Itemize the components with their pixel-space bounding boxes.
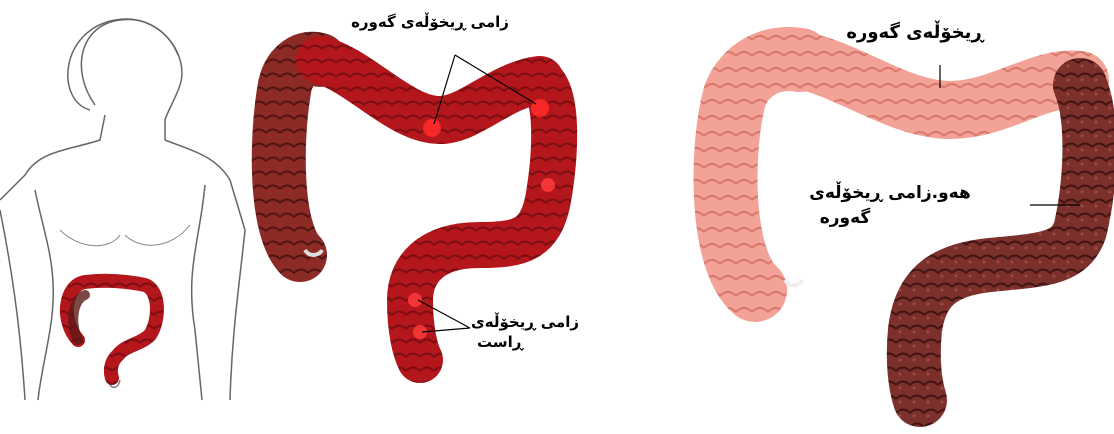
comparison-colon-panel xyxy=(725,59,1089,400)
label-colon-ulcers: زامی ڕیخۆڵەی گەورە xyxy=(351,12,509,31)
label-rectum-ulcers-line2: ڕاست xyxy=(477,333,525,351)
body-outline-figure xyxy=(0,19,245,400)
label-rectum-ulcers-line1: زامی ڕیخۆڵەی xyxy=(471,312,579,331)
label-colitis-line2: گەورە xyxy=(820,207,871,228)
label-colitis-line1: هەو.زامی ڕیخۆڵەی xyxy=(809,181,971,203)
label-large-intestine: ڕیخۆڵەی گەورە xyxy=(846,20,985,43)
